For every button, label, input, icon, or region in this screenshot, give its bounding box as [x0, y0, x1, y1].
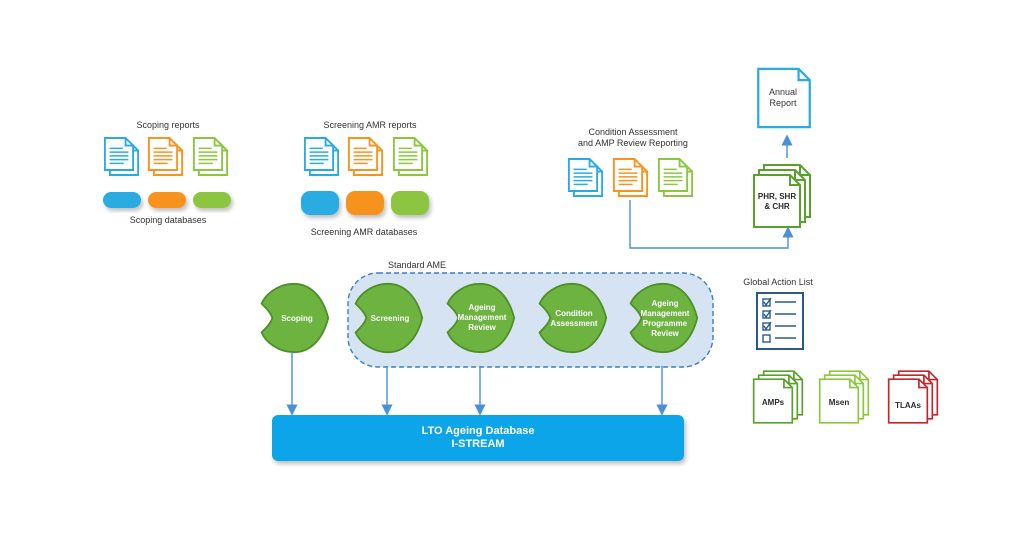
- annual-report-line1: Annual: [769, 87, 797, 97]
- document-stack-icon: [392, 137, 429, 176]
- screening-databases: [301, 191, 429, 215]
- database-line1: LTO Ageing Database: [422, 425, 535, 437]
- process-step-scoping[interactable]: Scoping: [260, 282, 330, 354]
- step-label-ageing-review-1: Ageing: [468, 303, 495, 312]
- step-label-programme-review-2: Management: [641, 309, 690, 318]
- document-stack-icon: [147, 137, 184, 176]
- standard-ame-label: Standard AME: [388, 260, 446, 270]
- process-step-condition[interactable]: Condition Assessment: [538, 282, 608, 354]
- document-stack-icon: [657, 158, 694, 197]
- database-icon: [346, 191, 384, 215]
- database-line2: I-STREAM: [451, 438, 504, 450]
- step-label-programme-review-3: Programme: [643, 319, 688, 328]
- scoping-reports-title: Scoping reports: [136, 120, 200, 130]
- database-icon: [391, 191, 429, 215]
- lto-ageing-database[interactable]: LTO Ageing Database I-STREAM: [272, 415, 684, 461]
- tlaas-stack-icon: [887, 370, 939, 424]
- amps-label: AMPs: [762, 398, 785, 407]
- scoping-databases: [103, 192, 231, 208]
- scoping-reports-docs: [103, 137, 229, 176]
- standard-ame-container: [347, 272, 714, 368]
- screening-reports-title: Screening AMR reports: [323, 120, 417, 130]
- phr-stack-line2: & CHR: [764, 202, 790, 211]
- database-icon: [193, 192, 231, 208]
- document-stack-icon: [303, 137, 340, 176]
- step-label-condition-1: Condition: [555, 309, 592, 318]
- document-stack-icon: [612, 158, 649, 197]
- database-arrows: [286, 352, 668, 416]
- process-step-screening[interactable]: Screening: [354, 282, 424, 354]
- checklist-icon: [756, 292, 804, 350]
- database-icon: [148, 192, 186, 208]
- tlaas-label: TLAAs: [895, 401, 921, 410]
- condition-reporting-title-line1: Condition Assessment: [588, 127, 678, 137]
- condition-reports-docs: [567, 158, 694, 197]
- document-stack-icon: [347, 137, 384, 176]
- step-label-condition-2: Assessment: [550, 319, 597, 328]
- database-icon: [103, 192, 141, 208]
- step-label-ageing-review-3: Review: [468, 323, 496, 332]
- step-label-screening: Screening: [371, 314, 410, 323]
- msen-label: Msen: [829, 398, 850, 407]
- connector-arrow: [629, 200, 794, 249]
- process-step-programme-review[interactable]: Ageing Management Programme Review: [629, 282, 699, 354]
- global-action-list-title: Global Action List: [743, 277, 813, 287]
- phr-stack-line1: PHR, SHR: [758, 192, 796, 201]
- document-stack-icon: [103, 137, 140, 176]
- screening-databases-label: Screening AMR databases: [311, 227, 418, 237]
- document-stack-icon: [192, 137, 229, 176]
- scoping-databases-label: Scoping databases: [130, 215, 207, 225]
- screening-reports-docs: [303, 137, 429, 176]
- step-label-scoping: Scoping: [281, 314, 313, 323]
- annual-report-line2: Report: [769, 98, 797, 108]
- step-label-programme-review-4: Review: [651, 329, 679, 338]
- condition-reporting-title-line2: and AMP Review Reporting: [578, 138, 688, 148]
- amps-stack-icon: [752, 370, 804, 424]
- step-label-programme-review-1: Ageing: [651, 299, 678, 308]
- document-stack-icon: [567, 158, 604, 197]
- msen-stack-icon: [818, 370, 870, 424]
- database-icon: [301, 191, 339, 215]
- process-step-ageing-review[interactable]: Ageing Management Review: [446, 282, 516, 354]
- step-label-ageing-review-2: Management: [458, 313, 507, 322]
